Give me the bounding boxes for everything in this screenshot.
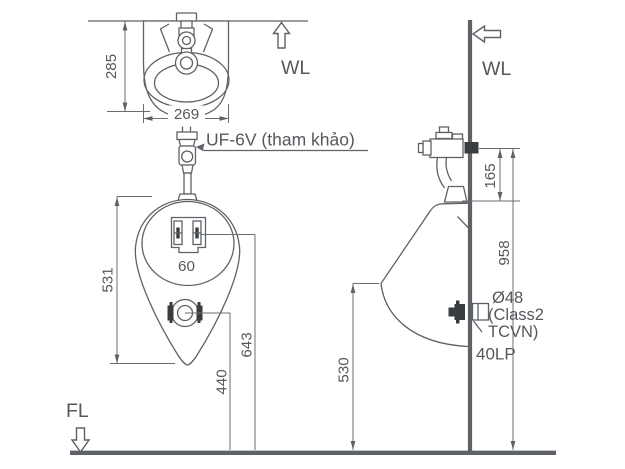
dim-valve-to-inlet: 165 [462,148,520,202]
flush-valve-front [176,126,198,202]
dim-supply-height-label: 958 [496,240,513,265]
spreader-inner-ring [179,56,194,70]
outlet-class-line1: (Class2 [488,306,544,324]
bowl-rim-front [141,200,235,287]
urinal-body-front [134,198,241,366]
valve-wing-right [202,23,214,53]
outlet-side [448,300,490,333]
flush-pipe-front [183,172,192,195]
dim-top-depth: 285 [103,21,150,112]
dim-supply-height: 958 [496,148,516,450]
valve-port-circle [181,150,194,163]
valve-body-circle [177,31,196,50]
outlet-class-line2: TCVN) [488,323,538,341]
hanger-hook-tick [457,216,470,230]
dim-body-height-label: 531 [100,267,117,292]
dim-top-depth-label: 285 [103,54,120,79]
valve-neck-upper [178,138,196,147]
reference-markers: WL WL FL [66,21,556,455]
dim-lip-height-label: 530 [336,357,353,382]
valve-body-inner-circle [181,35,192,46]
dim-top-width-label: 269 [174,106,199,123]
supply-wall-fitting [464,142,479,154]
outlet-leader [472,320,483,333]
dim-top-width: 269 [143,104,229,123]
dim-lip-height: 530 [336,283,379,450]
plan-view: 285 269 [88,12,308,123]
valve-neck-lower [181,164,194,174]
product-note-arrow-icon [195,143,205,150]
dim-bolt-height: 643 [239,234,256,450]
outlet-socket-box [471,302,490,321]
fl-label: FL [66,400,89,422]
front-view: 60 531 643 [100,126,368,450]
dim-outlet-height-label: 440 [214,369,231,394]
valve-cap-front [176,131,198,141]
dim-outlet-height: 440 [214,313,231,450]
spud-side [443,185,468,203]
outlet-spec: Ø48 (Class2 TCVN) 40LP [476,289,544,364]
wl-left-label: WL [281,57,310,79]
dim-bolt-height-label: 643 [239,332,256,357]
dim-bolt-spacing-label: 60 [178,258,195,275]
wl-up-arrow-icon [272,21,291,49]
fl-down-arrow-icon [70,427,91,454]
wl-left-arrow-icon [471,24,502,44]
outlet-diameter-label: Ø48 [492,289,523,307]
valve-wing-left [159,23,171,53]
spreader-ring [174,51,199,75]
valve-cap-plan [175,12,198,22]
urinal-profile-side [380,202,469,348]
dim-valve-to-inlet-label: 165 [482,163,499,188]
flush-valve-side [417,126,468,203]
wl-right-label: WL [482,58,511,80]
valve-body-side [429,138,464,159]
flush-valve-plan [159,12,214,75]
dim-body-height: 531 [100,196,175,364]
side-view: 165 958 530 Ø48 (Class2 TCVN) 40LP [336,20,544,452]
trap-model-label: 40LP [476,345,516,364]
product-note: UF-6V (tham khảo) [195,130,368,152]
hanger-bracket [170,216,207,254]
product-note-label: UF-6V (tham khảo) [206,130,355,150]
